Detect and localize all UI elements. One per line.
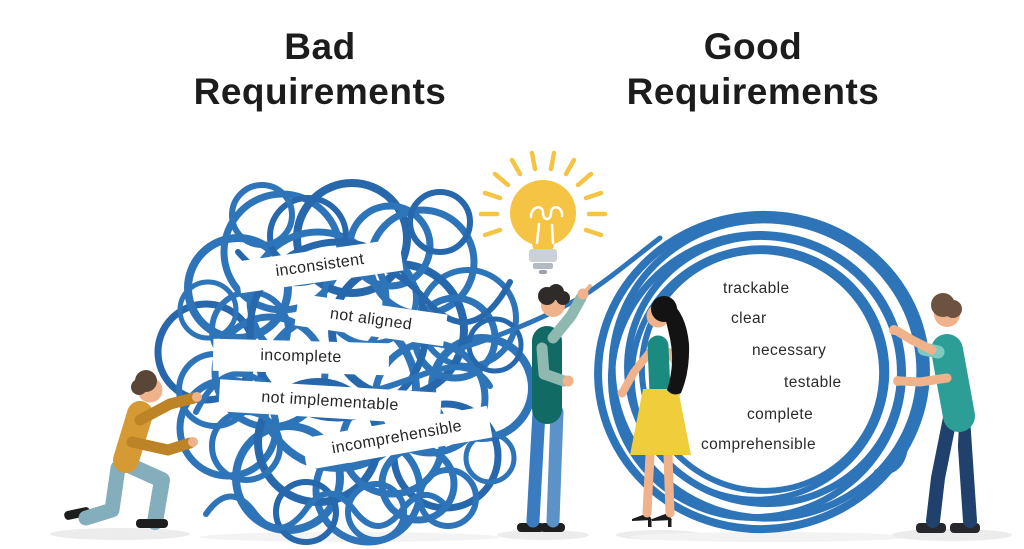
good-label-trackable: trackable bbox=[723, 280, 790, 297]
bad-title-line1: Bad bbox=[284, 26, 356, 67]
ground-shadows bbox=[50, 528, 1012, 542]
person-holding-coil bbox=[889, 293, 980, 533]
good-label-clear: clear bbox=[731, 310, 767, 327]
person-in-coil bbox=[617, 296, 691, 527]
bad-label-incomplete: incomplete bbox=[212, 338, 390, 376]
good-label-necessary: necessary bbox=[752, 342, 827, 359]
good-title-line2: Requirements bbox=[626, 71, 880, 112]
person-holding-thread bbox=[517, 284, 592, 532]
person-kneeling bbox=[64, 370, 202, 530]
good-title-line1: Good bbox=[703, 26, 803, 67]
good-label-testable: testable bbox=[784, 374, 842, 391]
good-label-complete: complete bbox=[747, 406, 814, 423]
bad-title: Bad Requirements bbox=[140, 24, 500, 114]
lightbulb-icon bbox=[478, 150, 608, 274]
bad-title-line2: Requirements bbox=[193, 71, 447, 112]
good-label-comprehensible: comprehensible bbox=[701, 436, 817, 453]
good-title: Good Requirements bbox=[573, 24, 933, 114]
